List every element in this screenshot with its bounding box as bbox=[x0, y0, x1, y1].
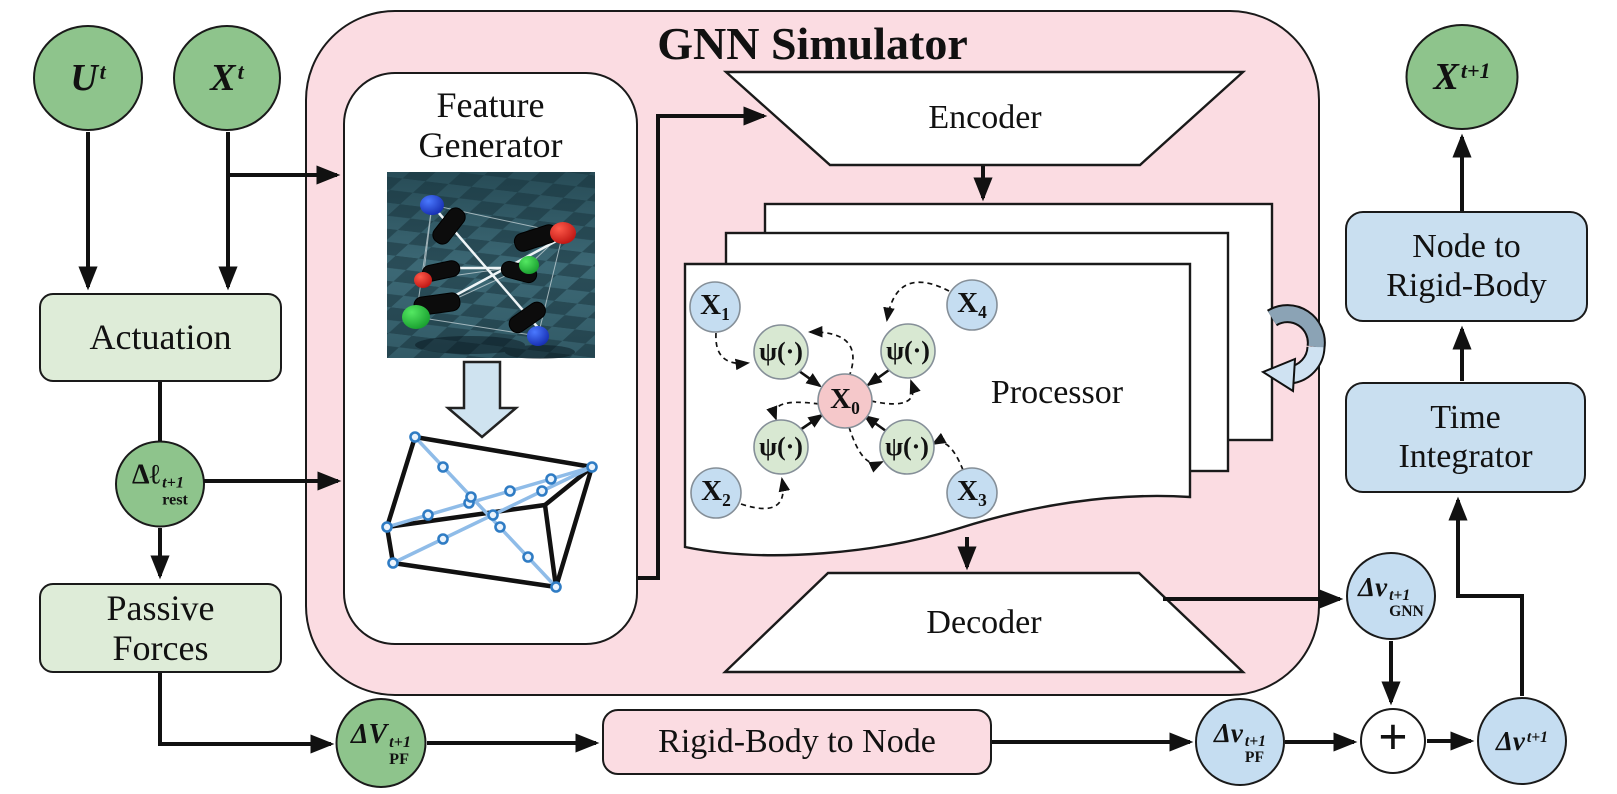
graph-node-x2-label: X2 bbox=[701, 474, 731, 511]
passive-forces-label-line1: Passive bbox=[106, 587, 215, 628]
graph-node-x3-label: X3 bbox=[957, 474, 987, 511]
gnn-simulator-title: GNN Simulator bbox=[657, 18, 968, 69]
graph-node-x0-label: X0 bbox=[830, 382, 860, 419]
encoder-label: Encoder bbox=[928, 99, 1042, 136]
passive-forces-box: Passive Forces bbox=[39, 583, 282, 673]
output-x-circle: Xt+1 bbox=[1405, 24, 1519, 130]
rigid-body-to-node-box: Rigid-Body to Node bbox=[602, 709, 992, 775]
graph-node-x1-label: X1 bbox=[700, 288, 730, 325]
feature-generator-label-line1: Feature bbox=[436, 85, 545, 125]
time-integrator-box: Time Integrator bbox=[1345, 382, 1586, 493]
rigid-body-to-node-label: Rigid-Body to Node bbox=[658, 722, 936, 760]
node-to-rigid-body-label-line2: Rigid-Body bbox=[1386, 266, 1547, 304]
node-to-rigid-body-box: Node to Rigid-Body bbox=[1345, 211, 1588, 322]
decoder-label: Decoder bbox=[926, 604, 1042, 641]
input-u-label: Ut bbox=[70, 57, 106, 99]
sum-circle: + bbox=[1360, 708, 1426, 774]
passive-forces-label-line2: Forces bbox=[112, 628, 209, 668]
node-to-rigid-body-label-line1: Node to bbox=[1412, 228, 1521, 266]
actuation-box: Actuation bbox=[39, 293, 282, 382]
input-u-circle: Ut bbox=[33, 25, 143, 131]
graph-psi-label-tr: ψ(·) bbox=[886, 336, 930, 365]
graph-psi-label-bl: ψ(·) bbox=[759, 432, 803, 461]
input-x-label: Xt bbox=[210, 57, 244, 99]
time-integrator-label-line2: Integrator bbox=[1398, 437, 1533, 475]
graph-node-x4-label: X4 bbox=[957, 286, 987, 323]
graph-psi-label-tl: ψ(·) bbox=[759, 337, 803, 366]
time-integrator-label-line1: Time bbox=[1430, 399, 1501, 437]
feature-generator-box: Feature Generator bbox=[343, 72, 638, 645]
feature-generator-label-line2: Generator bbox=[418, 124, 563, 165]
actuation-label: Actuation bbox=[89, 317, 232, 358]
input-x-circle: Xt bbox=[173, 25, 281, 131]
processor-label: Processor bbox=[990, 374, 1124, 411]
output-x-label: Xt+1 bbox=[1433, 56, 1491, 98]
graph-psi-label-br: ψ(·) bbox=[885, 432, 929, 461]
